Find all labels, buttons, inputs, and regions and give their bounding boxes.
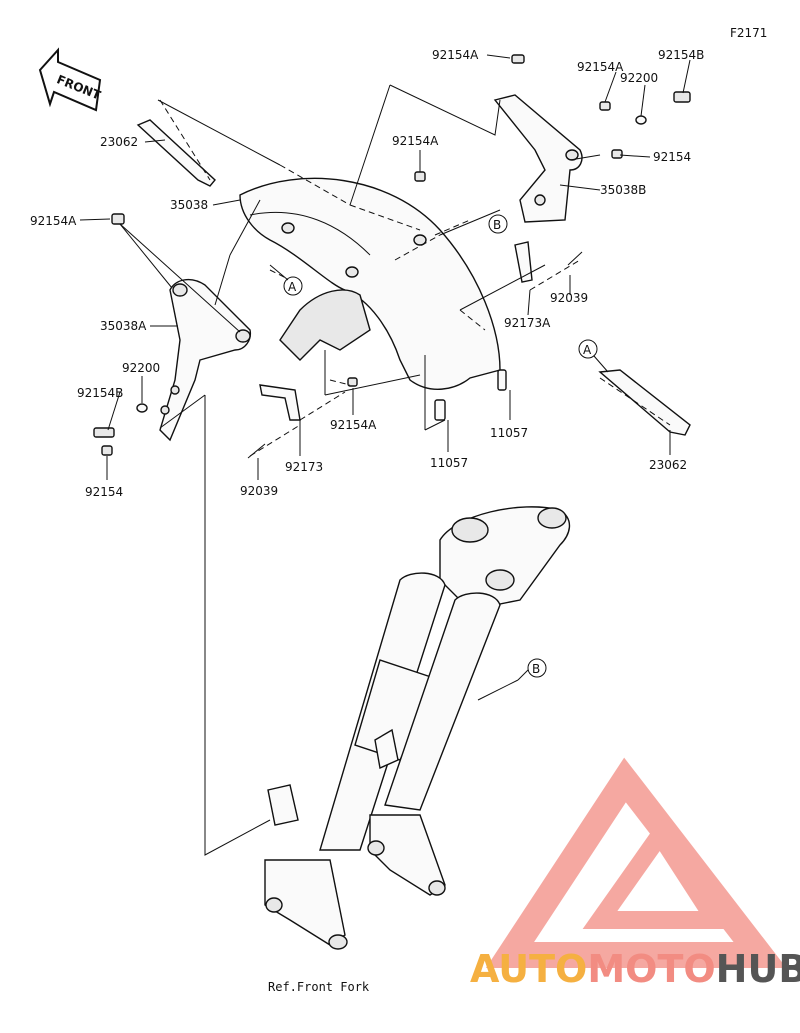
ref-circle-b-upper: B (488, 214, 508, 234)
reference-note: Ref.Front Fork (268, 980, 370, 994)
label-92154A-lower: 92154A (330, 418, 377, 432)
label-92154A-top2: 92154A (577, 60, 624, 74)
ref-circle-a-upper: A (269, 264, 303, 296)
label-92154B-left: 92154B (77, 386, 123, 400)
label-92039-right: 92039 (550, 291, 588, 305)
label-92154-left: 92154 (85, 485, 123, 499)
part-labels: 92154A 92154A 92154B 92200 92154 35038B … (30, 48, 704, 499)
label-23062-right: 23062 (649, 458, 687, 472)
ref-circle-b-lower: B (527, 658, 547, 678)
front-fender-part (239, 177, 501, 390)
front-arrow-icon: FRONT (38, 47, 103, 112)
label-92154B-top: 92154B (658, 48, 704, 62)
svg-text:A: A (583, 343, 592, 357)
clamp-top-part (136, 119, 216, 187)
watermark-logo (485, 757, 787, 968)
svg-text:B: B (493, 218, 501, 232)
label-35038A: 35038A (100, 319, 147, 333)
label-23062-top: 23062 (100, 135, 138, 149)
label-35038: 35038 (170, 198, 208, 212)
watermark-text: AUTOMOTOHUB (470, 947, 800, 991)
label-92200-top: 92200 (620, 71, 658, 85)
label-11057-lower: 11057 (430, 456, 468, 470)
label-92154-top: 92154 (653, 150, 691, 164)
label-92154A-left: 92154A (30, 214, 77, 228)
svg-text:B: B (532, 662, 540, 676)
front-fork-assembly (264, 506, 571, 950)
label-92173A: 92173A (504, 316, 551, 330)
leader-lines (79, 54, 691, 856)
label-92154A-top: 92154A (432, 48, 479, 62)
figure-code: F2171 (730, 26, 767, 40)
label-92173: 92173 (285, 460, 323, 474)
label-11057-right: 11057 (490, 426, 528, 440)
label-92200-left: 92200 (122, 361, 160, 375)
label-35038B: 35038B (600, 183, 646, 197)
right-bracket-part (493, 94, 583, 223)
label-92154A-mid: 92154A (392, 134, 439, 148)
bolt-parts (93, 54, 691, 459)
clamp-right-part (598, 369, 691, 436)
label-92039-left: 92039 (240, 484, 278, 498)
ref-circle-a-lower: A (578, 339, 609, 373)
svg-text:A: A (288, 280, 297, 294)
